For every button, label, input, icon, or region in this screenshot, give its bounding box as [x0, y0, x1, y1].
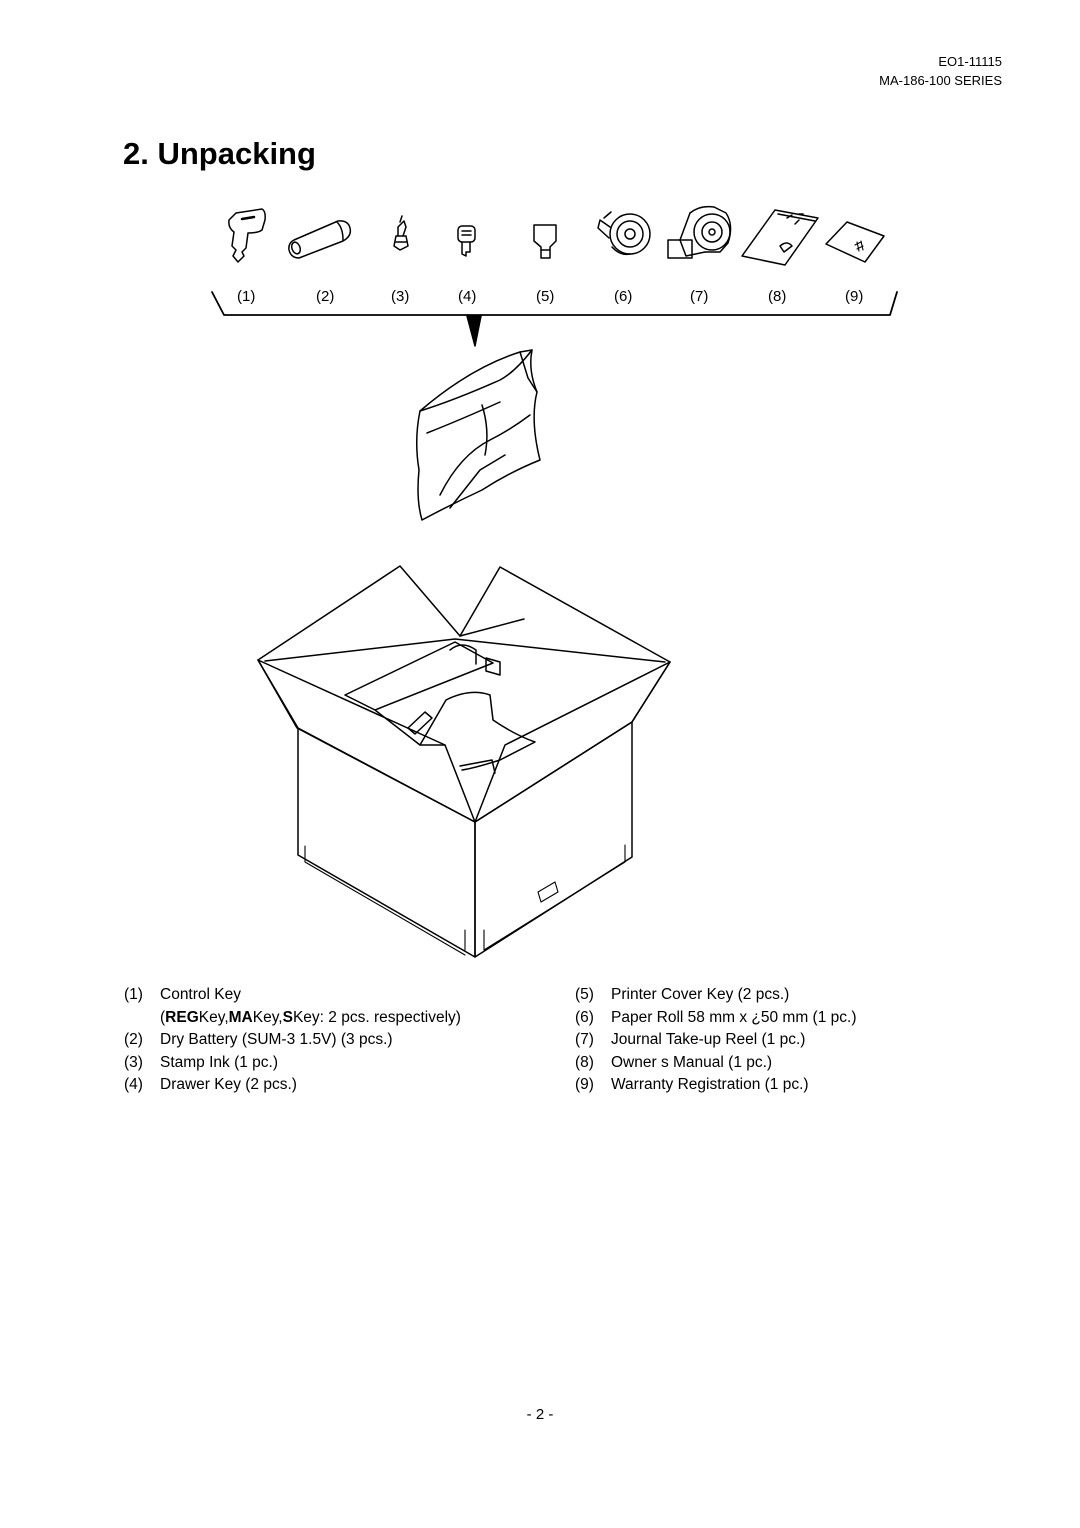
list-item: (6) Paper Roll 58 mm x ¿50 mm (1 pc.) [575, 1007, 856, 1030]
item-number: (5) [575, 986, 594, 1003]
list-item: (3) Stamp Ink (1 pc.) [124, 1052, 461, 1075]
page-number: - 2 - [526, 1406, 554, 1423]
list-item: (4) Drawer Key (2 pcs.) [124, 1074, 461, 1097]
carton-box-illustration [257, 565, 671, 958]
accessory-number: (6) [614, 288, 632, 305]
accessory-bracket [211, 291, 898, 347]
owners-manual-icon [741, 209, 819, 266]
detail-text: Key: 2 pcs. respectively) [292, 1008, 461, 1026]
item-label: Control Key [160, 986, 241, 1003]
warranty-card-icon [825, 221, 885, 263]
s-key-label: S [282, 1008, 293, 1026]
accessory-number: (5) [536, 288, 554, 305]
item-label: Paper Roll 58 mm x ¿50 mm (1 pc.) [611, 1008, 857, 1026]
printer-cover-key-icon [533, 224, 557, 259]
control-key-icon [228, 208, 266, 263]
item-label: Warranty Registration (1 pc.) [611, 1076, 809, 1093]
document-id-block: EO1-11115 MA-186-100 SERIES [879, 52, 1002, 90]
item-label: Dry Battery (SUM-3 1.5V) (3 pcs.) [160, 1031, 393, 1048]
accessory-number: (2) [316, 288, 334, 305]
item-label: Owner s Manual (1 pc.) [611, 1053, 773, 1071]
accessory-number: (3) [391, 288, 409, 305]
list-item-detail: (REG Key, MA Key, S Key: 2 pcs. respecti… [124, 1007, 461, 1030]
contents-list-left: (1) Control Key (REG Key, MA Key, S Key:… [124, 984, 461, 1097]
drawer-key-icon [457, 225, 476, 257]
item-label: Printer Cover Key (2 pcs.) [611, 986, 790, 1003]
item-number: (6) [575, 1008, 594, 1026]
reg-key-label: REG [165, 1008, 199, 1026]
item-label: Journal Take-up Reel (1 pc.) [611, 1031, 806, 1048]
item-number: (7) [575, 1031, 594, 1048]
item-number: (4) [124, 1076, 143, 1093]
accessory-number-labels: (1) (2) (3) (4) (5) (6) (7) (8) (9) [237, 288, 863, 305]
list-item: (7) Journal Take-up Reel (1 pc.) [575, 1029, 856, 1052]
list-item: (8) Owner s Manual (1 pc.) [575, 1052, 856, 1075]
doc-number: EO1-11115 [938, 54, 1002, 69]
list-item: (2) Dry Battery (SUM-3 1.5V) (3 pcs.) [124, 1029, 461, 1052]
detail-open: ( [160, 1008, 166, 1026]
battery-icon [288, 220, 352, 259]
list-item: (1) Control Key [124, 984, 461, 1007]
item-label: Drawer Key (2 pcs.) [160, 1076, 297, 1093]
accessory-number: (4) [458, 288, 476, 305]
accessory-number: (9) [845, 288, 863, 305]
item-number: (1) [124, 986, 143, 1003]
contents-list-right: (5) Printer Cover Key (2 pcs.) (6) Paper… [575, 984, 856, 1097]
accessory-number: (1) [237, 288, 255, 305]
detail-text: Key, [252, 1008, 283, 1026]
item-number: (2) [124, 1031, 143, 1048]
item-label: Stamp Ink (1 pc.) [160, 1053, 279, 1071]
stamp-ink-icon [393, 215, 409, 251]
accessory-number: (8) [768, 288, 786, 305]
item-number: (9) [575, 1076, 594, 1093]
plastic-bag-illustration [416, 349, 541, 521]
journal-reel-icon [667, 205, 732, 259]
page-title: 2. Unpacking [123, 136, 316, 171]
series-label: MA-186-100 SERIES [879, 73, 1002, 88]
item-number: (3) [124, 1053, 143, 1071]
paper-roll-icon [597, 211, 651, 256]
ma-key-label: MA [228, 1008, 253, 1026]
item-number: (8) [575, 1053, 594, 1071]
list-item: (5) Printer Cover Key (2 pcs.) [575, 984, 856, 1007]
detail-text: Key, [198, 1008, 229, 1026]
accessory-number: (7) [690, 288, 708, 305]
list-item: (9) Warranty Registration (1 pc.) [575, 1074, 856, 1097]
